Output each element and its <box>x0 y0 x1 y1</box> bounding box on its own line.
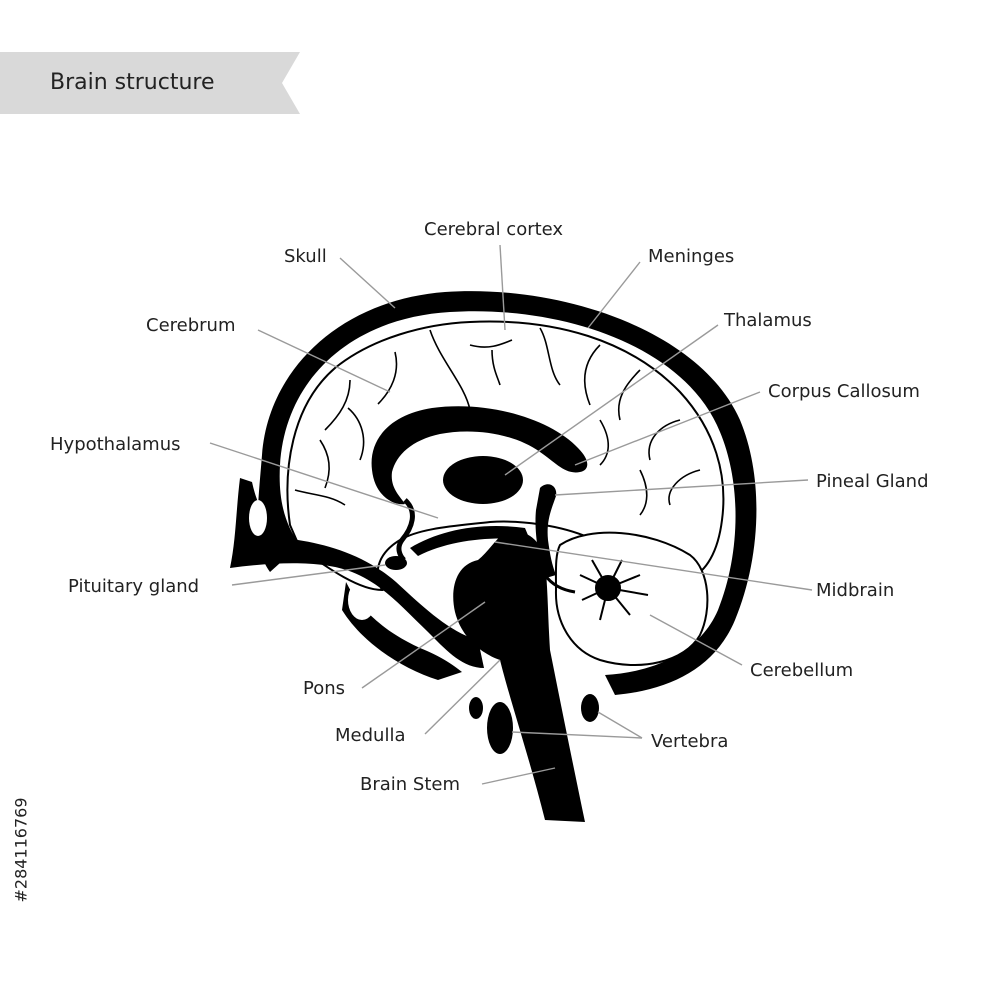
label-brain-stem: Brain Stem <box>360 774 460 795</box>
label-meninges: Meninges <box>648 246 734 267</box>
vertebra-upper <box>581 694 599 722</box>
pituitary-gland-shape <box>385 556 407 570</box>
thalamus-shape <box>443 456 523 504</box>
label-pineal-gland: Pineal Gland <box>816 471 929 492</box>
label-medulla: Medulla <box>335 725 405 746</box>
label-corpus-callosum: Corpus Callosum <box>768 381 920 402</box>
vertebra-small <box>469 697 483 719</box>
cerebellum-outline <box>556 533 708 665</box>
label-pituitary-gland: Pituitary gland <box>68 576 199 597</box>
label-hypothalamus: Hypothalamus <box>50 434 180 455</box>
label-pons: Pons <box>303 678 345 699</box>
label-cerebral-cortex: Cerebral cortex <box>424 219 563 240</box>
label-skull: Skull <box>284 246 327 267</box>
label-midbrain: Midbrain <box>816 580 894 601</box>
vertebra-lower <box>487 702 513 754</box>
label-cerebrum: Cerebrum <box>146 315 236 336</box>
label-cerebellum: Cerebellum <box>750 660 853 681</box>
label-thalamus: Thalamus <box>723 310 812 331</box>
skull-sinus <box>249 500 267 536</box>
label-vertebra: Vertebra <box>651 731 728 752</box>
